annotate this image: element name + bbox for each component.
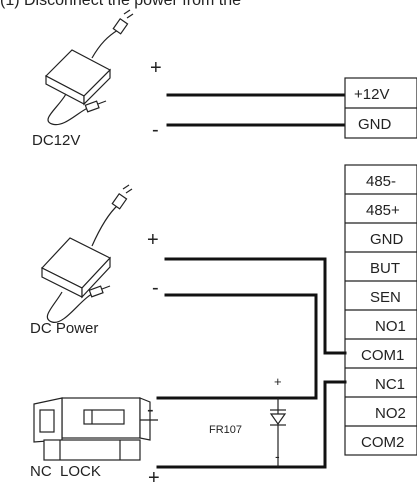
lock-minus-sign: - [147,399,154,421]
dc12v-label: DC12V [32,132,80,149]
diode-label: FR107 [209,424,242,436]
terminal-com2: COM2 [361,434,404,451]
diode-plus-sign: + [274,374,282,389]
wire-dc-power-positive [164,257,347,355]
power-plug-icon [112,9,134,35]
terminal-no1: NO1 [375,318,406,335]
terminal-com1: COM1 [361,347,404,364]
dc12v-plus-sign: + [150,57,162,79]
diode-icon [269,398,287,467]
electric-lock-icon [33,397,158,461]
wire-lock-positive [156,380,347,469]
dc12v-minus-sign: - [152,119,159,141]
dc-power-minus-sign: - [152,277,159,299]
power-plug-icon [111,184,133,210]
terminal-485-minus: 485- [366,173,396,190]
terminal-block-main [344,164,417,456]
power-adapter-icon [41,184,133,323]
terminal-485-plus: 485+ [366,202,400,219]
terminal-block-power [344,77,417,139]
terminal-sen: SEN [370,289,401,306]
wire-dc-power-negative [156,293,318,400]
diode-minus-sign: - [275,448,280,464]
terminal-but: BUT [370,260,400,277]
terminal-nc1: NC1 [375,376,405,393]
terminal-gnd-power: GND [358,116,392,133]
lock-plus-sign: + [148,467,160,484]
terminal-gnd: GND [370,231,404,248]
power-adapter-icon [44,9,134,126]
terminal-no2: NO2 [375,405,406,422]
terminal-12v: +12V [354,86,389,103]
dc-power-plus-sign: + [147,229,159,251]
lock-label: NC LOCK [30,463,101,480]
page-header: (1) Disconnect the power from the [0,0,241,9]
dc-power-label: DC Power [30,320,98,337]
